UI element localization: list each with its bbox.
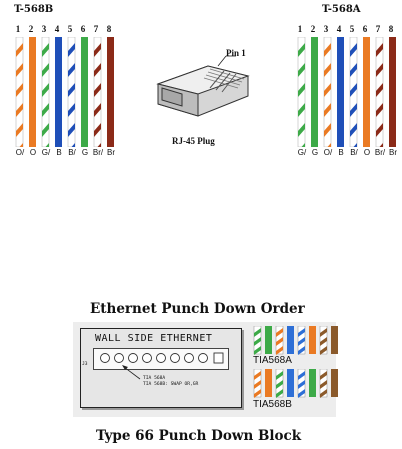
pin-number-4: 4 <box>336 24 342 34</box>
rj45-plug-label: RJ-45 Plug <box>172 136 215 146</box>
wire-2 <box>311 37 318 147</box>
tia568b-punch-row <box>253 369 338 398</box>
wire-8 <box>107 37 114 147</box>
punch-wire-6 <box>309 326 316 354</box>
note-arrow <box>122 365 141 380</box>
punch-terminal <box>170 353 180 363</box>
color-code-2: G <box>311 148 319 157</box>
pin-number-2: 2 <box>310 24 316 34</box>
wire-4 <box>55 37 62 147</box>
wire-1 <box>297 37 306 147</box>
pin-number-5: 5 <box>67 24 73 34</box>
punch-wire-3 <box>275 369 284 398</box>
punchdown-title: Ethernet Punch Down Order <box>90 301 305 317</box>
type66-block-title: Type 66 Punch Down Block <box>96 428 302 444</box>
punch-terminal <box>198 353 208 363</box>
punch-wire-8 <box>331 326 338 354</box>
color-code-1: G/ <box>297 148 307 157</box>
punch-terminal <box>142 353 152 363</box>
t568a-title: T-568A <box>322 4 361 15</box>
wire-1 <box>15 37 24 147</box>
pin-number-3: 3 <box>41 24 47 34</box>
punch-wire-7 <box>319 369 328 398</box>
pin-number-6: 6 <box>80 24 86 34</box>
punch-wire-3 <box>275 326 284 355</box>
punch-terminal <box>184 353 194 363</box>
pin-number-7: 7 <box>375 24 381 34</box>
color-code-6: G <box>81 148 89 157</box>
punch-wire-8 <box>331 369 338 397</box>
color-code-8: Br <box>107 148 115 157</box>
jack-number-label: J3 <box>82 362 88 367</box>
pin-number-1: 1 <box>297 24 303 34</box>
punch-terminal <box>100 353 110 363</box>
punch-wire-2 <box>265 326 272 354</box>
color-code-3: G/ <box>41 148 51 157</box>
punch-terminal <box>156 353 166 363</box>
punch-wire-5 <box>297 369 306 398</box>
wire-5 <box>67 37 76 147</box>
wire-7 <box>375 37 384 147</box>
pin-number-8: 8 <box>106 24 112 34</box>
wire-4 <box>337 37 344 147</box>
wire-6 <box>363 37 370 147</box>
wire-3 <box>323 37 332 147</box>
color-code-4: B <box>338 148 344 157</box>
t568b-title: T-568B <box>14 4 54 15</box>
color-code-2: O <box>29 148 37 157</box>
tia568a-label: TIA568A <box>253 355 292 366</box>
pin-number-4: 4 <box>54 24 60 34</box>
punch-wire-2 <box>265 369 272 397</box>
wire-2 <box>29 37 36 147</box>
pin-number-6: 6 <box>362 24 368 34</box>
punch-terminals <box>100 352 224 364</box>
punch-wire-6 <box>309 369 316 397</box>
punch-wire-4 <box>287 326 294 354</box>
punch-wire-7 <box>319 326 328 355</box>
pin-number-5: 5 <box>349 24 355 34</box>
punch-wire-1 <box>253 369 262 398</box>
tia568a-punch-row <box>253 326 338 355</box>
pin-number-3: 3 <box>323 24 329 34</box>
tia568b-label: TIA568B <box>253 399 292 410</box>
punch-terminal <box>114 353 124 363</box>
color-code-5: B/ <box>68 148 76 157</box>
color-code-4: B <box>56 148 62 157</box>
color-code-8: Br <box>389 148 397 157</box>
color-code-3: O/ <box>323 148 333 157</box>
punch-wire-1 <box>253 326 262 355</box>
pin-number-1: 1 <box>15 24 21 34</box>
wall-side-ethernet-label: WALL SIDE ETHERNET <box>95 333 213 344</box>
rj45-plug-illustration <box>156 55 250 117</box>
ground-terminal <box>213 352 224 364</box>
color-code-7: Br/ <box>374 148 386 157</box>
pin-number-2: 2 <box>28 24 34 34</box>
color-code-5: B/ <box>350 148 358 157</box>
note-tia568b-swap: TIA 568B: SWAP OR,GR <box>143 382 199 387</box>
t568b-wire-diagram <box>15 37 114 147</box>
punch-wire-4 <box>287 369 294 397</box>
note-tia568a: TIA 568A <box>143 376 166 381</box>
wire-7 <box>93 37 102 147</box>
punch-terminal <box>128 353 138 363</box>
color-code-6: O <box>363 148 371 157</box>
wire-5 <box>349 37 358 147</box>
t568a-wire-diagram <box>297 37 396 147</box>
pin1-label: Pin 1 <box>226 48 246 58</box>
color-code-1: O/ <box>15 148 25 157</box>
pin-number-7: 7 <box>93 24 99 34</box>
wire-6 <box>81 37 88 147</box>
wire-8 <box>389 37 396 147</box>
pin-number-8: 8 <box>388 24 394 34</box>
wire-3 <box>41 37 50 147</box>
punch-wire-5 <box>297 326 306 355</box>
color-code-7: Br/ <box>92 148 104 157</box>
